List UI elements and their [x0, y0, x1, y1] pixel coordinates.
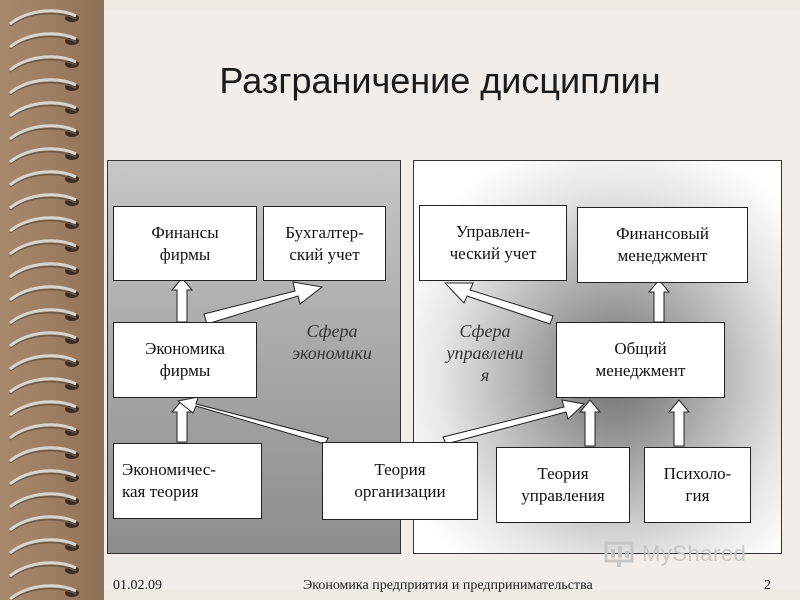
binder-ring: [9, 446, 79, 464]
binder-ring: [9, 538, 79, 556]
binder-ring: [9, 492, 79, 510]
binder-ring: [9, 147, 79, 165]
spiral-binder: [0, 0, 104, 600]
accounting-box: Бухгалтер- ский учет: [263, 206, 386, 281]
binder-ring: [9, 469, 79, 487]
binder-ring: [9, 239, 79, 257]
binder-ring: [9, 101, 79, 119]
binder-ring: [9, 400, 79, 418]
binder-ring: [9, 561, 79, 579]
binder-ring: [9, 55, 79, 73]
binder-ring: [9, 170, 79, 188]
binder-ring: [9, 124, 79, 142]
economic-theory-box: Экономичес- кая теория: [113, 443, 262, 519]
binder-ring: [9, 32, 79, 50]
slide-title: Разграничение дисциплин: [219, 60, 661, 101]
general-management-box: Общий менеджмент: [556, 322, 725, 398]
binder-ring: [9, 216, 79, 234]
binder-ring: [9, 285, 79, 303]
finance-firm-box: Финансы фирмы: [113, 206, 257, 281]
binder-ring: [9, 423, 79, 441]
psychology-box: Психоло- гия: [644, 447, 751, 523]
binder-ring: [9, 262, 79, 280]
watermark-text: MyShared: [642, 541, 747, 566]
binder-ring: [9, 354, 79, 372]
footer-date: 01.02.09: [113, 578, 162, 593]
binder-rings: [9, 9, 79, 600]
binder-ring: [9, 331, 79, 349]
management-sphere-label: Сфера управлени я: [446, 321, 524, 385]
binder-ring: [9, 9, 79, 27]
watermark-logo-icon: [604, 541, 634, 567]
watermark: MyShared: [604, 536, 774, 572]
binder-ring: [9, 377, 79, 395]
management-theory-box: Теория управления: [496, 447, 630, 523]
footer-page-number: 2: [764, 578, 771, 593]
binder-ring: [9, 78, 79, 96]
firm-economics-box: Экономика фирмы: [113, 322, 257, 398]
binder-ring: [9, 193, 79, 211]
footer-caption: Экономика предприятия и предпринимательс…: [303, 578, 593, 593]
binder-ring: [9, 308, 79, 326]
binder-ring: [9, 515, 79, 533]
binder-ring: [9, 584, 79, 600]
organization-theory-box: Теория организации: [322, 442, 478, 520]
financial-management-box: Финансовый менеджмент: [577, 207, 748, 283]
economics-sphere-label: Сфера экономики: [292, 321, 372, 363]
management-accounting-box: Управлен- ческий учет: [419, 205, 567, 281]
